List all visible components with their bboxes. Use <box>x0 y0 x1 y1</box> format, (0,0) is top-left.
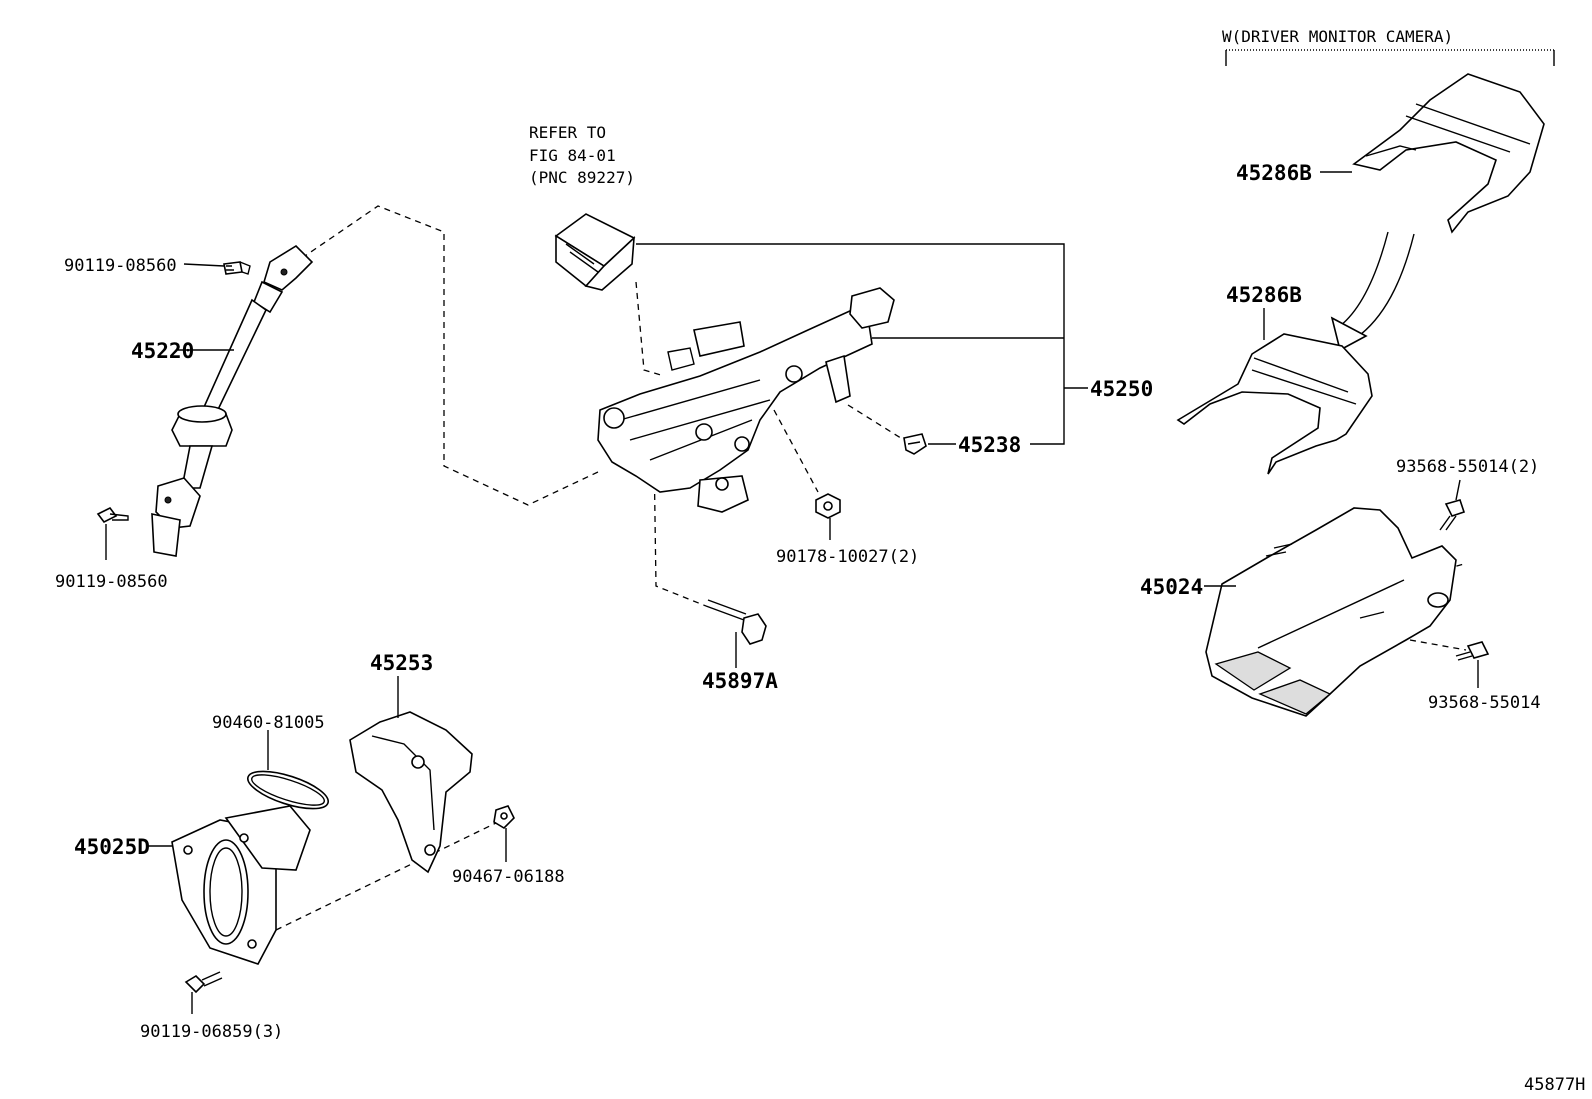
label-93568-55014-2: 93568-55014(2) <box>1396 457 1539 477</box>
clip-90467 <box>493 805 515 830</box>
label-90460: 90460-81005 <box>212 713 325 733</box>
bolt-45897a <box>705 599 767 645</box>
label-90119-08560-top: 90119-08560 <box>64 256 177 276</box>
label-45897a: 45897A <box>702 669 778 693</box>
bolt-90119-08560-bottom <box>96 506 129 524</box>
arrow-indicator <box>1330 231 1415 352</box>
label-45024: 45024 <box>1140 575 1203 599</box>
figure-code: 45877H <box>1524 1075 1585 1095</box>
label-90119-06859: 90119-06859(3) <box>140 1022 283 1042</box>
label-45286b-top: 45286B <box>1236 161 1312 185</box>
clamp-ring-90460 <box>247 770 329 810</box>
clip-45238 <box>903 433 927 455</box>
variant-bracket: W(DRIVER MONITOR CAMERA) <box>1222 27 1555 66</box>
module-89227 <box>554 213 636 291</box>
label-93568-55014: 93568-55014 <box>1428 693 1541 713</box>
label-45238: 45238 <box>958 433 1021 457</box>
label-90467: 90467-06188 <box>452 867 565 887</box>
label-45025d: 45025D <box>74 835 150 859</box>
cover-45253 <box>349 711 473 874</box>
intermediate-shaft-45220 <box>151 244 314 557</box>
bolt-90119-08560-top <box>223 261 251 275</box>
label-90178: 90178-10027(2) <box>776 547 919 567</box>
bolt-90119-06859 <box>184 971 223 994</box>
refer-line-1: REFER TO <box>529 123 606 142</box>
variant-note: W(DRIVER MONITOR CAMERA) <box>1222 27 1453 46</box>
refer-note: REFER TO FIG 84-01 (PNC 89227) <box>529 123 635 187</box>
label-45250: 45250 <box>1090 377 1153 401</box>
label-45286b-mid: 45286B <box>1226 283 1302 307</box>
label-45220: 45220 <box>131 339 194 363</box>
lower-cover-45024 <box>1205 507 1457 717</box>
screw-93568-55014 <box>1455 641 1490 661</box>
refer-line-3: (PNC 89227) <box>529 168 635 187</box>
refer-line-2: FIG 84-01 <box>529 146 616 165</box>
upper-cover-45286b-mid <box>1176 333 1373 475</box>
steering-column-45250 <box>597 287 895 513</box>
nut-90178-10027 <box>815 493 841 519</box>
label-90119-08560-bottom: 90119-08560 <box>55 572 168 592</box>
screw-93568-55014-2 <box>1439 499 1466 531</box>
upper-cover-45286b-top <box>1352 73 1545 234</box>
boot-45025d <box>171 805 311 965</box>
label-45253: 45253 <box>370 651 433 675</box>
